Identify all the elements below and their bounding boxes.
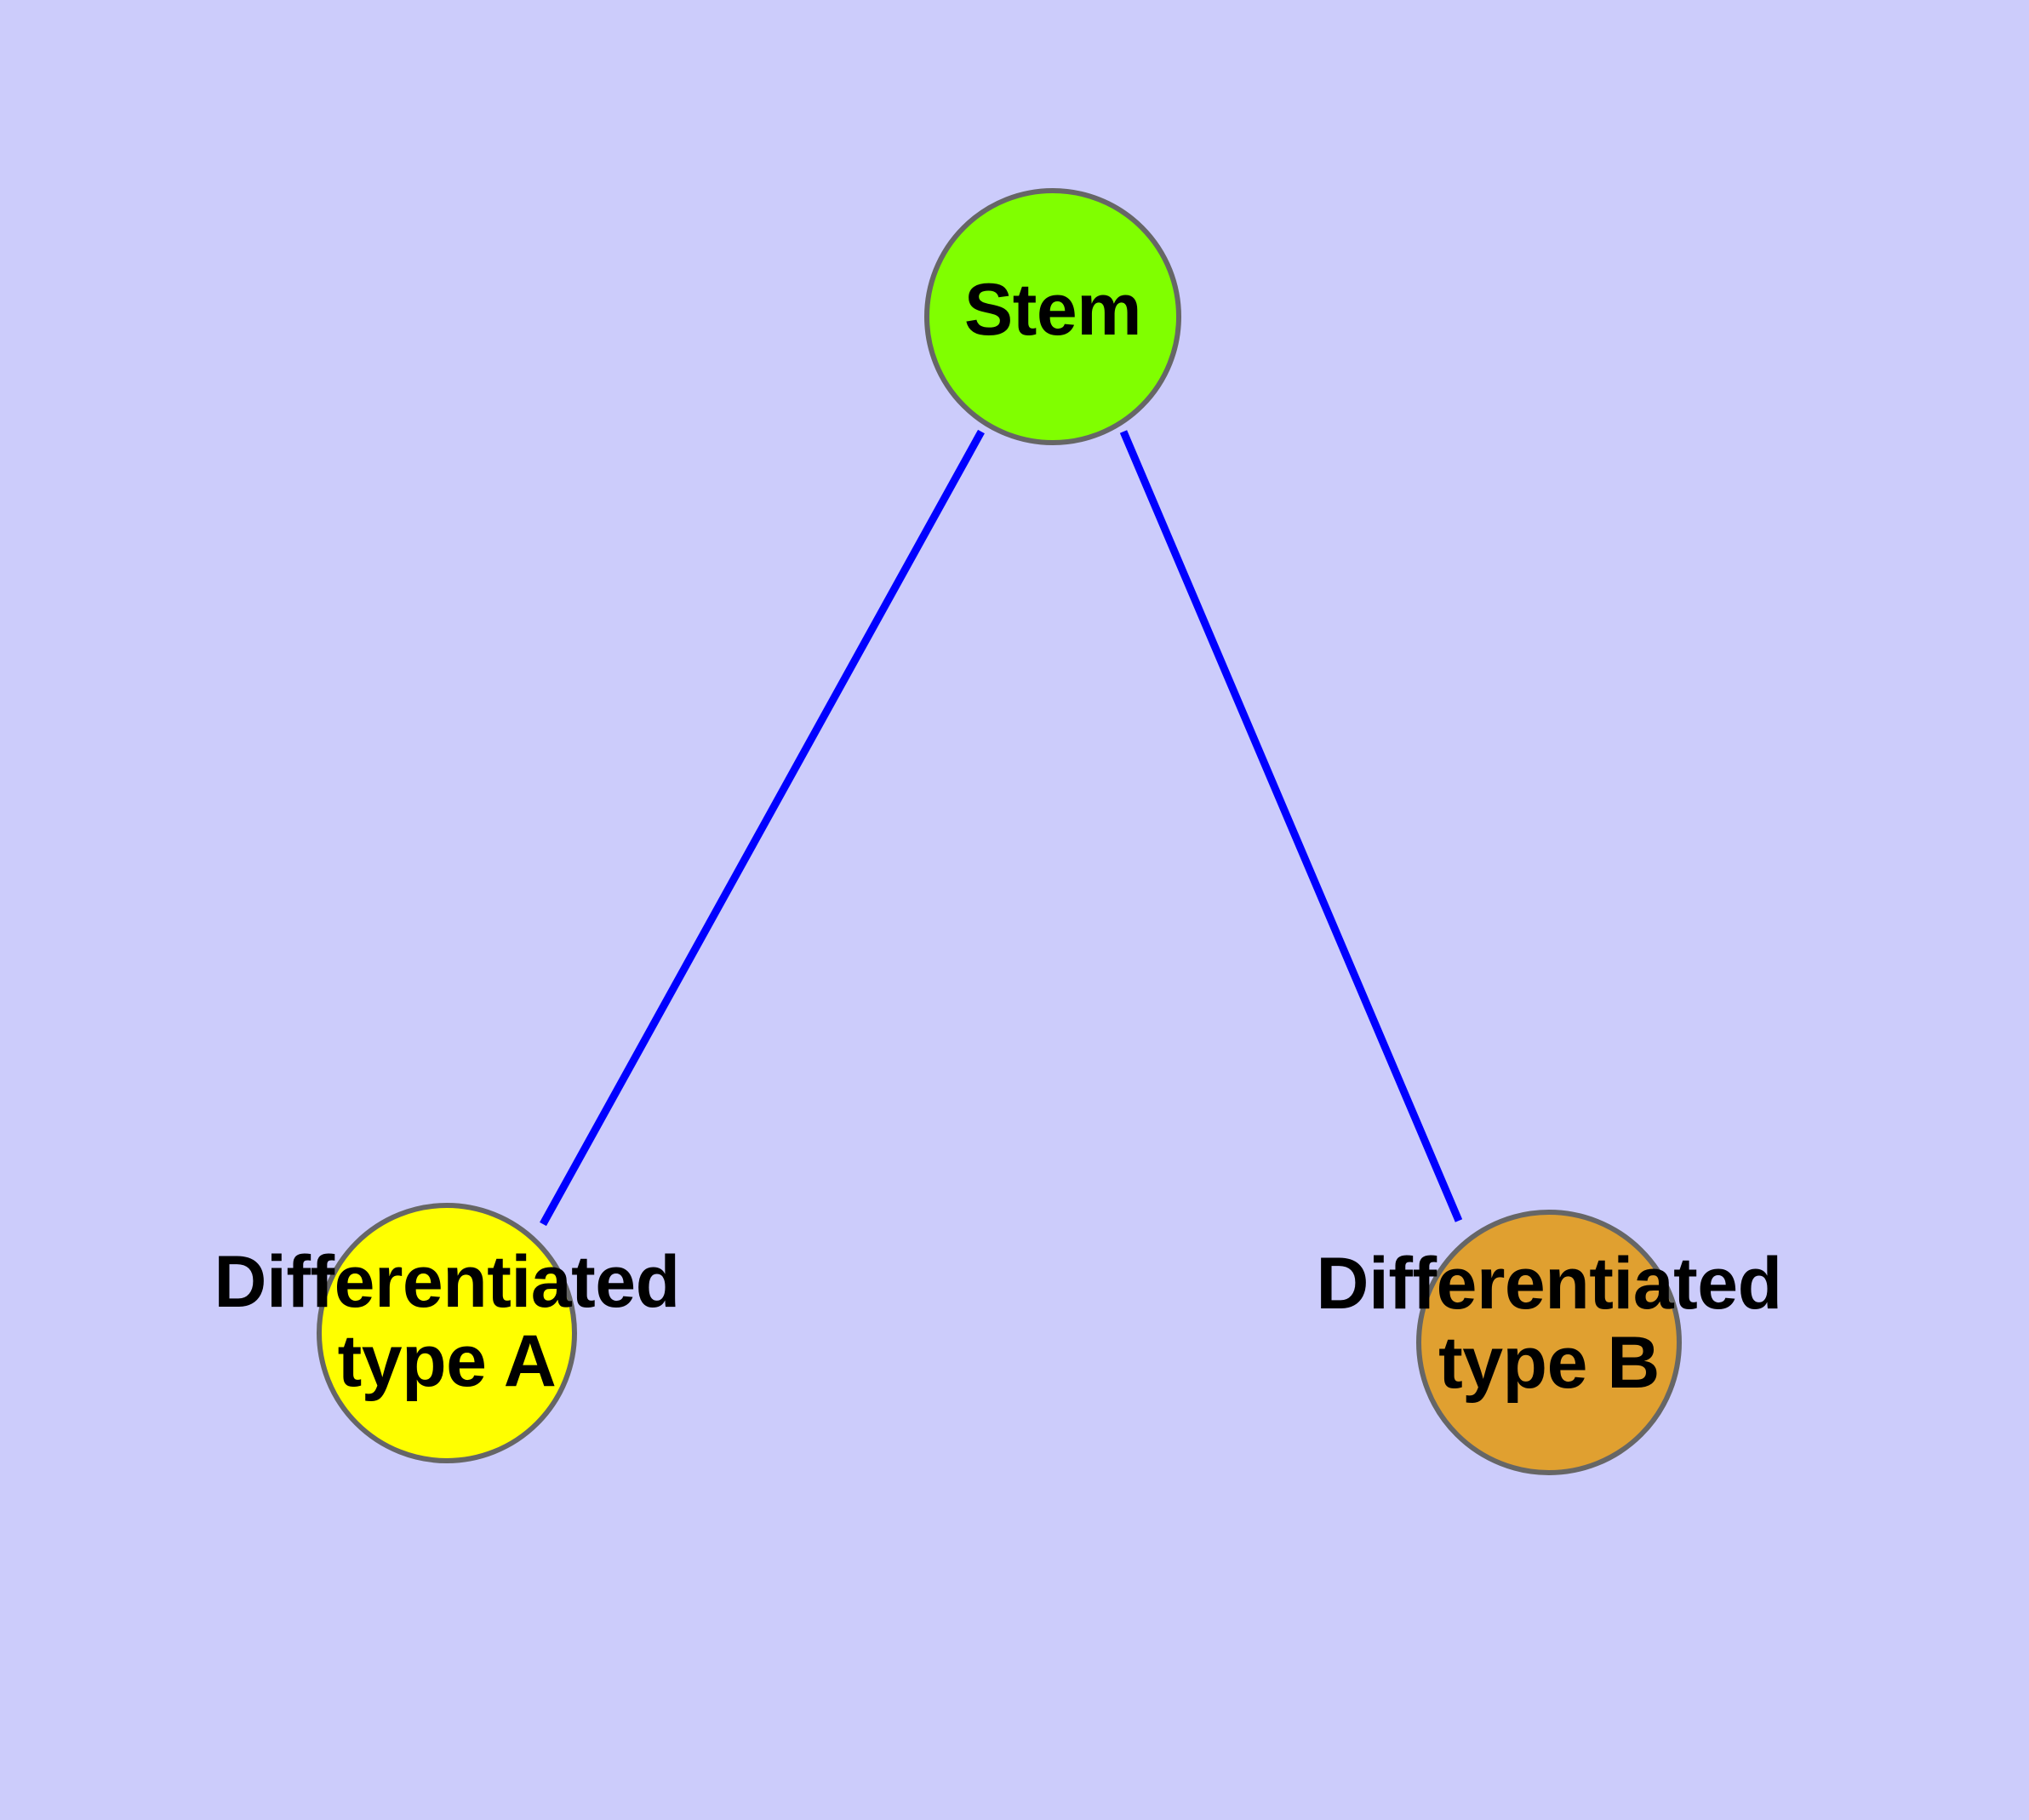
node-differentiated-type-b[interactable] (1416, 1210, 1682, 1475)
edge-stem-to-differentiated-type-b[interactable] (1119, 430, 1463, 1222)
node-stem[interactable] (924, 188, 1181, 445)
node-label-differentiated-type-b-line-2: type B (1438, 1321, 1660, 1404)
node-label-differentiated-type-b-line-1: Differentiated (1316, 1243, 1782, 1325)
edge-stem-to-differentiated-type-a[interactable] (540, 429, 985, 1227)
node-label-differentiated-type-a-line-2: type A (337, 1319, 557, 1402)
node-label-differentiated-type-a: Differentiated type A (106, 1243, 787, 1401)
node-label-stem: Stem (797, 271, 1309, 350)
node-label-differentiated-type-a-line-1: Differentiated (214, 1241, 680, 1323)
node-label-differentiated-type-b: Differentiated type B (1209, 1245, 1889, 1403)
node-label-stem-line-1: Stem (963, 269, 1142, 351)
node-differentiated-type-a[interactable] (317, 1203, 577, 1463)
